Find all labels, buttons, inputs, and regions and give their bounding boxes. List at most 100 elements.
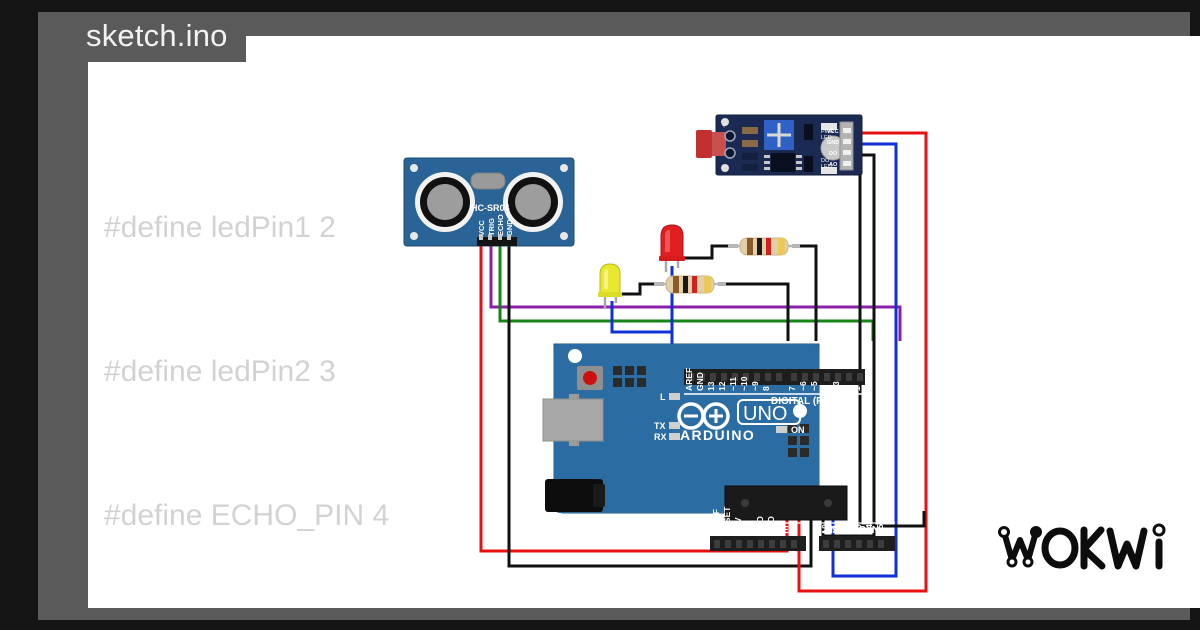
mounting-hole [568,349,582,363]
hcsr04-pin-header[interactable] [477,237,517,246]
resistor1-band-3 [766,238,771,255]
svg-text:8: 8 [761,386,771,391]
flame-comparator-ic [771,153,795,172]
led-l-indicator [669,393,680,400]
svg-text:A3: A3 [853,524,863,535]
usb-connector [542,398,604,442]
wire-led-red-resistor-to-gnd[interactable] [682,244,738,260]
hcsr04-pin-labels: VCC TRIG ECHO GND [477,214,514,236]
svg-text:DO: DO [829,151,838,157]
svg-text:LED: LED [821,135,832,141]
resistor1-band-2 [757,238,762,255]
component-hc-sr04[interactable]: HC-SR04 VCC TRIG ECHO GND [403,157,575,247]
diagram-canvas[interactable]: #define ledPin1 2 #define ledPin2 3 #def… [88,36,1200,608]
led-tx-label: TX [654,421,666,431]
hcsr04-transducer-left [415,172,475,232]
flame-pin-labels: VCC GND DO AO [827,129,839,168]
resistor1-tolerance-band [778,238,785,255]
flame-pwr-led-label: PWR [821,129,834,135]
svg-text:LED: LED [821,164,832,170]
svg-text:GND: GND [766,516,776,535]
wire-flame-gnd-to-gnd[interactable] [831,142,898,578]
wire-led-yellow-resistor-to-gnd[interactable] [622,282,664,296]
icsp-header-2 [788,424,809,457]
svg-text:VCC: VCC [477,220,486,236]
svg-text:GND: GND [695,372,705,391]
wire-led-yellow-anode-to-pin3[interactable] [610,301,672,334]
flame-passives [742,127,758,171]
led-red-body [660,224,684,259]
led-tx-indicator [669,422,680,429]
svg-text:12: 12 [717,381,727,391]
uno-badge [737,399,801,425]
flame-do-led-label: DO [821,158,830,164]
window-frame: #define ledPin1 2 #define ledPin2 3 #def… [38,12,1200,620]
svg-text:A1: A1 [831,524,841,535]
svg-text:AO: AO [829,162,838,168]
svg-text:4: 4 [820,386,830,391]
svg-text:~5: ~5 [809,381,819,391]
digital-header-label: DIGITAL (PWM ~) [771,396,853,407]
svg-text:5V: 5V [744,524,754,535]
wire-resistor1-to-gnd[interactable] [792,244,818,341]
svg-text:~3: ~3 [831,381,841,391]
svg-text:7: 7 [787,386,797,391]
wokwi-logo[interactable]: WOKWi [996,518,1186,578]
svg-text:GND: GND [827,140,839,146]
svg-text:TRIG: TRIG [487,218,496,236]
svg-text:VCC: VCC [827,129,839,135]
icsp-header [613,366,646,387]
svg-text:0: 0 [862,386,872,391]
svg-text:Vin: Vin [777,522,787,535]
led-on-label: ON [791,425,805,435]
component-resistor-1[interactable] [728,237,800,256]
component-arduino-uno[interactable]: ARDUINO UNO L TX RX ON DIGITAL (PWM ~) [542,343,895,551]
arduino-model-label: UNO [743,403,787,425]
wire-resistor2-to-gnd[interactable] [718,282,790,341]
circuit-diagram[interactable]: ARDUINO UNO L TX RX ON DIGITAL (PWM ~) [88,36,1200,608]
component-flame-sensor[interactable]: + - [696,114,863,176]
analog-pin-labels: A0 A1 A2 A3 A4 A5 [820,524,885,535]
power-jack [545,479,603,512]
svg-text:AREF: AREF [684,368,694,391]
wire-hcsr04-gnd-to-gnd[interactable] [507,246,813,568]
svg-text:GND: GND [755,516,765,535]
svg-text:1: 1 [852,386,862,391]
hcsr04-model-label: HC-SR04 [471,203,510,213]
wire-flame-do-to-gnd[interactable] [821,153,876,538]
digital-pin-labels: AREF GND 13 12 ~11 ~10 ~9 8 7 ~6 ~5 4 ~3… [684,368,872,391]
svg-text:IOREF: IOREF [711,509,721,535]
svg-text:~10: ~10 [739,376,749,391]
svg-text:A5: A5 [875,524,885,535]
file-tab-sketch-ino[interactable]: sketch.ino [68,14,246,62]
wire-hcsr04-vcc-to-5v[interactable] [479,246,789,553]
wire-hcsr04-trig-to-pin5[interactable] [489,246,902,341]
svg-text:3.3V: 3.3V [733,517,743,535]
svg-text:A0: A0 [820,524,830,535]
component-led-yellow[interactable] [598,263,622,308]
resistor2-tolerance-band [704,276,711,293]
led-l-label: L [660,392,666,402]
led-yellow-body [599,263,621,295]
svg-text:2: 2 [842,386,852,391]
resistor2-band-1 [673,276,679,293]
component-resistor-2[interactable] [654,275,726,294]
wire-flame-ao-to-a0[interactable] [858,164,926,528]
hcsr04-crystal [470,172,506,190]
svg-text:RESET: RESET [722,506,732,535]
svg-text:~9: ~9 [750,381,760,391]
arduino-logo-mark [677,402,730,430]
flame-pin-header[interactable] [839,121,854,171]
power-header-label: POWER [758,525,797,536]
component-led-red[interactable] [659,224,685,272]
wire-flame-vcc-to-5v[interactable] [797,131,928,593]
svg-text:ECHO: ECHO [496,214,505,236]
flame-plus-label: + [722,123,726,130]
svg-text:GND: GND [505,219,514,236]
svg-text:A2: A2 [842,524,852,535]
led-rx-indicator [669,433,680,440]
file-tab-label: sketch.ino [86,18,228,53]
svg-text:13: 13 [706,381,716,391]
resistor2-band-3 [692,276,697,293]
power-pin-labels: IOREF RESET 3.3V 5V GND GND Vin [711,506,787,535]
